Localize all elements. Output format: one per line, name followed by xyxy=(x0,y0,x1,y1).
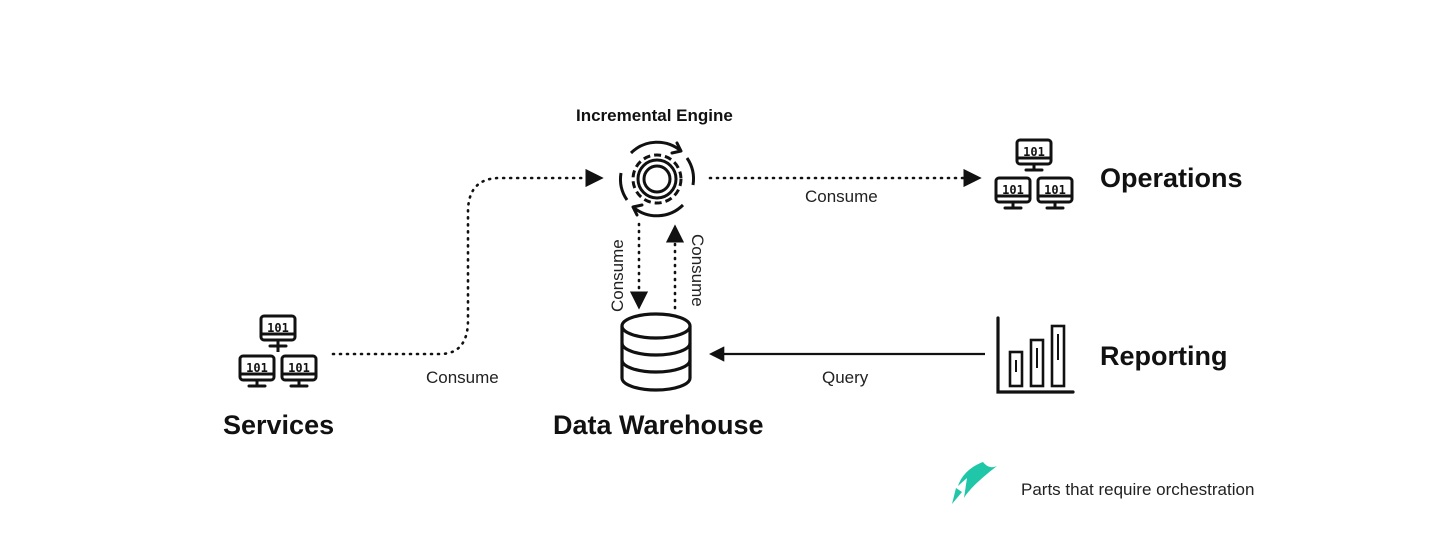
incremental-engine-label: Incremental Engine xyxy=(576,106,733,125)
operations-label: Operations xyxy=(1100,163,1243,193)
server-icon-label: 101 xyxy=(288,361,310,375)
legend-label: Parts that require orchestration xyxy=(1021,480,1255,499)
services-label: Services xyxy=(223,410,335,440)
data-warehouse-label: Data Warehouse xyxy=(553,410,764,440)
bar-chart-icon xyxy=(996,316,1075,394)
edge-label-operations-consume: Consume xyxy=(805,187,878,206)
database-icon xyxy=(620,312,692,392)
edge-services-to-engine xyxy=(331,168,604,356)
edge-label-engine-to-warehouse: Consume xyxy=(608,239,627,312)
orchestration-marker-icon xyxy=(952,462,997,504)
server-icon-label: 101 xyxy=(1044,183,1066,197)
operations-icon: 101 101 101 xyxy=(994,138,1074,210)
gear-cycle-icon xyxy=(619,140,695,218)
services-icon: 101 101 101 xyxy=(238,314,318,388)
edge-label-warehouse-to-engine: Consume xyxy=(688,234,707,307)
server-icon-label: 101 xyxy=(246,361,268,375)
reporting-label: Reporting xyxy=(1100,341,1228,371)
server-icon-label: 101 xyxy=(1023,145,1045,159)
server-icon-label: 101 xyxy=(1002,183,1024,197)
edge-label-services-consume: Consume xyxy=(426,368,499,387)
server-icon-label: 101 xyxy=(267,321,289,335)
edge-label-reporting-query: Query xyxy=(822,368,869,387)
